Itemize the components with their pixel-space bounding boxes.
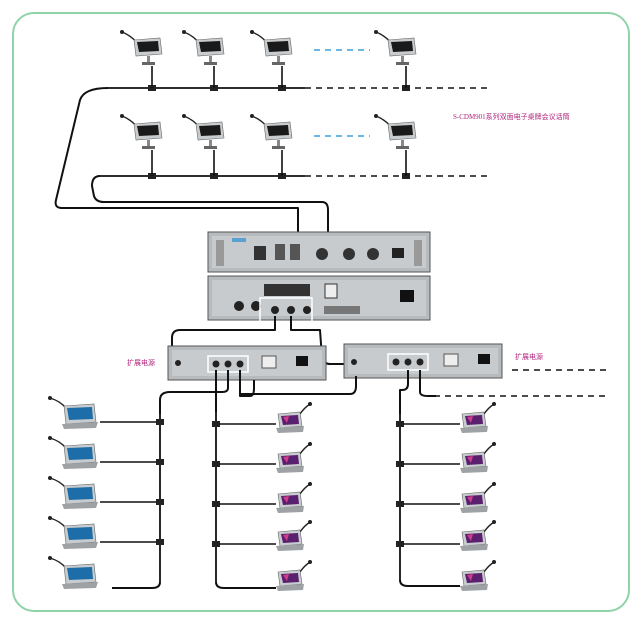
extension-power-label-right: 扩展电源 (515, 353, 543, 361)
conference-microphone-icon (459, 401, 497, 434)
conference-microphone-icon (47, 475, 99, 510)
mic-row-1 (108, 29, 490, 91)
conference-microphone-icon (275, 441, 313, 474)
mic-row-2 (100, 113, 490, 179)
conference-microphone-icon (459, 519, 497, 552)
conference-microphone-icon (459, 481, 497, 514)
conference-microphone-icon (47, 515, 99, 550)
conference-microphone-icon (249, 29, 293, 66)
conference-microphone-icon (181, 29, 225, 66)
mic-column-middle (212, 401, 313, 592)
conference-microphone-icon (119, 113, 163, 150)
conference-microphone-icon (459, 441, 497, 474)
series-label: S-CDM901系列双面电子桌牌会议话筒 (453, 113, 570, 121)
conference-microphone-icon (275, 559, 313, 592)
conference-microphone-icon (249, 113, 293, 150)
extension-power-unit-icon (167, 345, 327, 381)
extension-power-unit-icon (343, 343, 503, 379)
conference-microphone-icon (181, 113, 225, 150)
conference-microphone-icon (275, 519, 313, 552)
conference-microphone-icon (47, 555, 99, 590)
conference-microphone-icon (119, 29, 163, 66)
diagram-frame (12, 12, 630, 612)
conference-microphone-icon (459, 559, 497, 592)
mic-column-right (396, 401, 497, 592)
conference-microphone-icon (373, 29, 417, 66)
conference-microphone-icon (373, 113, 417, 150)
mic-column-left (47, 395, 164, 590)
conference-microphone-icon (47, 395, 99, 430)
rack-host-icon (207, 231, 431, 323)
conference-microphone-icon (47, 435, 99, 470)
conference-microphone-icon (275, 481, 313, 514)
conference-microphone-icon (275, 401, 313, 434)
extension-power-label-left: 扩展电源 (127, 359, 155, 367)
